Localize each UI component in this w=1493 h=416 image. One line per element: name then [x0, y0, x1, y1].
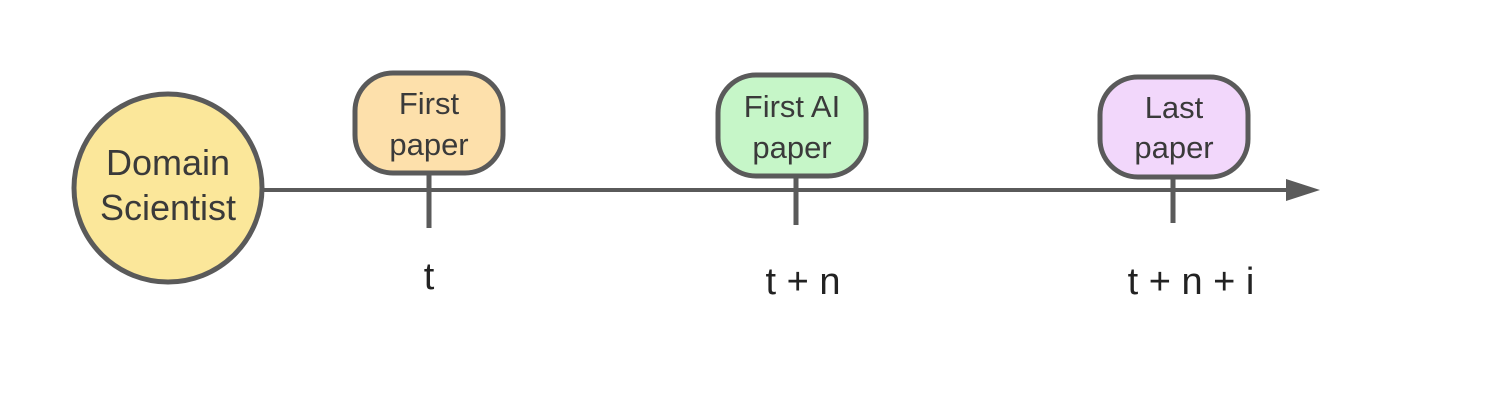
domain-scientist-label-line2: Scientist	[100, 187, 236, 228]
box-first-ai-paper	[715, 72, 869, 179]
first-ai-paper-label-line2: paper	[752, 130, 831, 165]
domain-scientist-label-line1: Domain	[106, 142, 230, 183]
first-ai-paper-label-line1: First AI	[744, 89, 840, 124]
last-paper-label-line2: paper	[1134, 130, 1213, 165]
event-first-ai-paper: First AI paper t + n	[715, 72, 869, 303]
first-paper-label-line2: paper	[389, 127, 468, 162]
domain-scientist-circle	[71, 91, 265, 285]
first-paper-label-line1: First	[399, 86, 460, 121]
box-first-paper	[352, 70, 506, 176]
event-first-paper: First paper t	[352, 70, 506, 298]
box-last-paper	[1097, 74, 1251, 180]
time-label-last-paper: t + n + i	[1128, 261, 1255, 303]
domain-scientist-node: Domain Scientist	[71, 91, 265, 285]
last-paper-label-line1: Last	[1145, 90, 1204, 125]
event-last-paper: Last paper t + n + i	[1097, 74, 1255, 303]
time-label-first-ai-paper: t + n	[766, 261, 841, 303]
time-label-first-paper: t	[424, 256, 435, 298]
timeline-arrowhead	[1286, 179, 1320, 201]
